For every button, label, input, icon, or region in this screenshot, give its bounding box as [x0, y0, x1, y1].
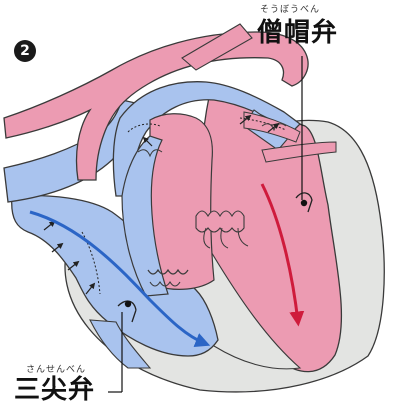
mitral-valve-reading: そうぼうべん — [260, 6, 320, 15]
tricuspid-valve-dot — [125, 301, 131, 307]
mitral-valve-label: 僧帽弁 — [257, 20, 338, 46]
tricuspid-valve-reading: さんせんべん — [26, 366, 86, 375]
tricuspid-valve-label: 三尖弁 — [14, 377, 95, 403]
step-number-badge: 2 — [14, 40, 36, 62]
mitral-valve-dot — [301, 200, 307, 206]
